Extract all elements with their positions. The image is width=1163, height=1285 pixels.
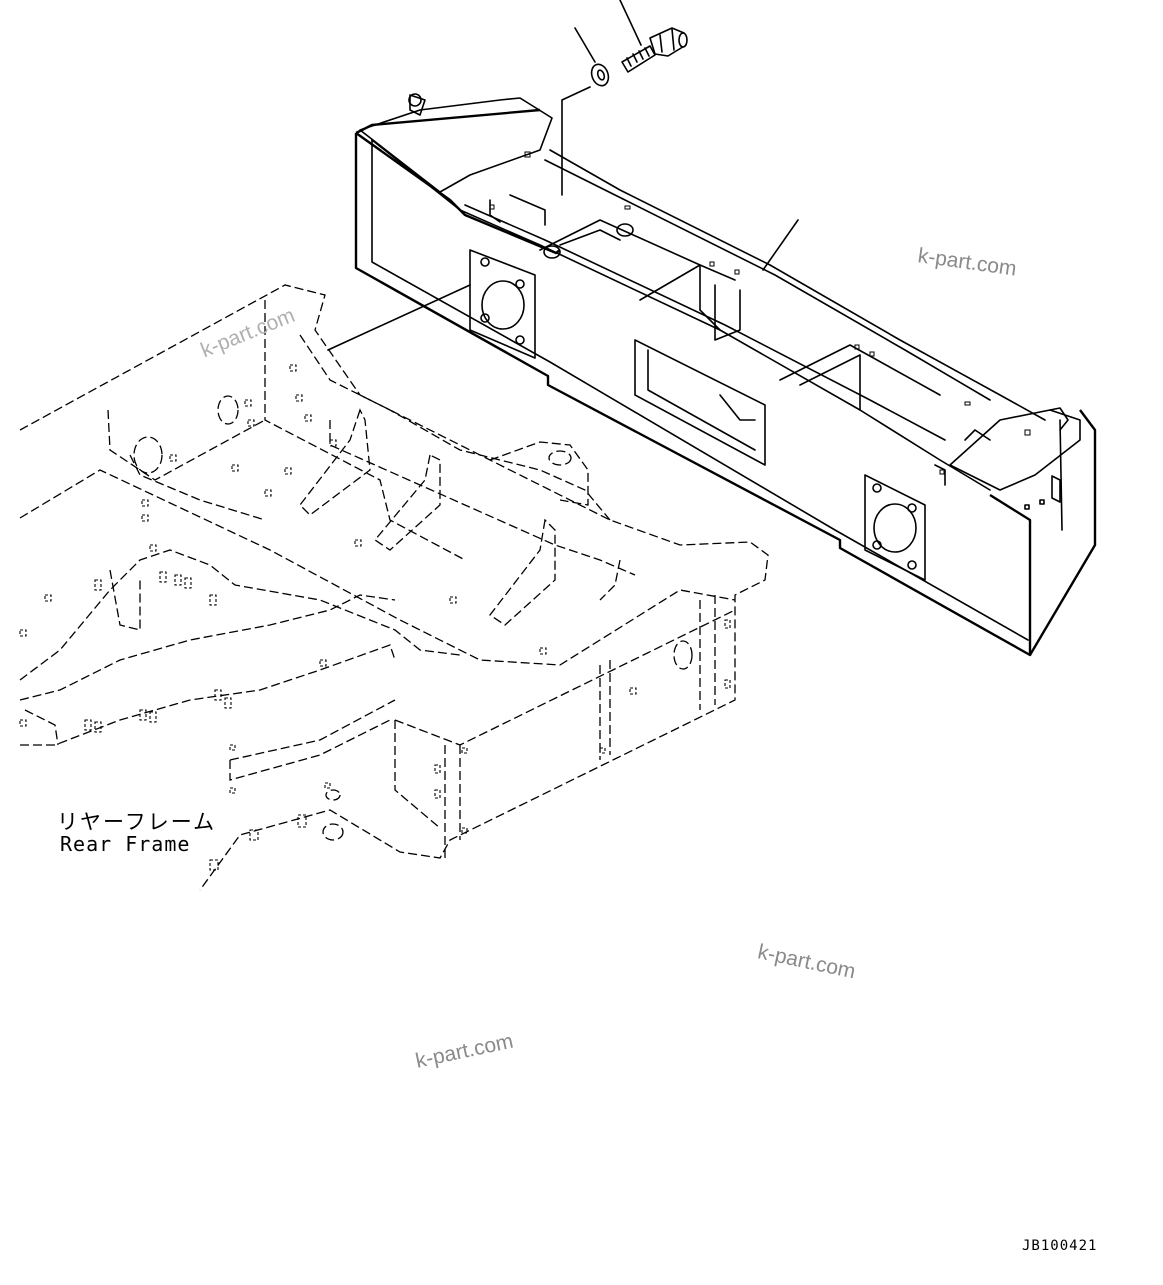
rear-frame-label-japanese: リヤーフレーム <box>57 810 217 834</box>
bolt-part <box>621 27 688 73</box>
rear-frame-label-english: Rear Frame <box>60 832 191 856</box>
leader-lines <box>327 0 799 351</box>
rear-frame-outline <box>19 284 769 891</box>
drawing-code: JB100421 <box>1022 1238 1098 1254</box>
washer-part <box>590 63 610 87</box>
frame-bolt-marks <box>19 364 731 871</box>
counterweight-assembly <box>354 93 1097 657</box>
